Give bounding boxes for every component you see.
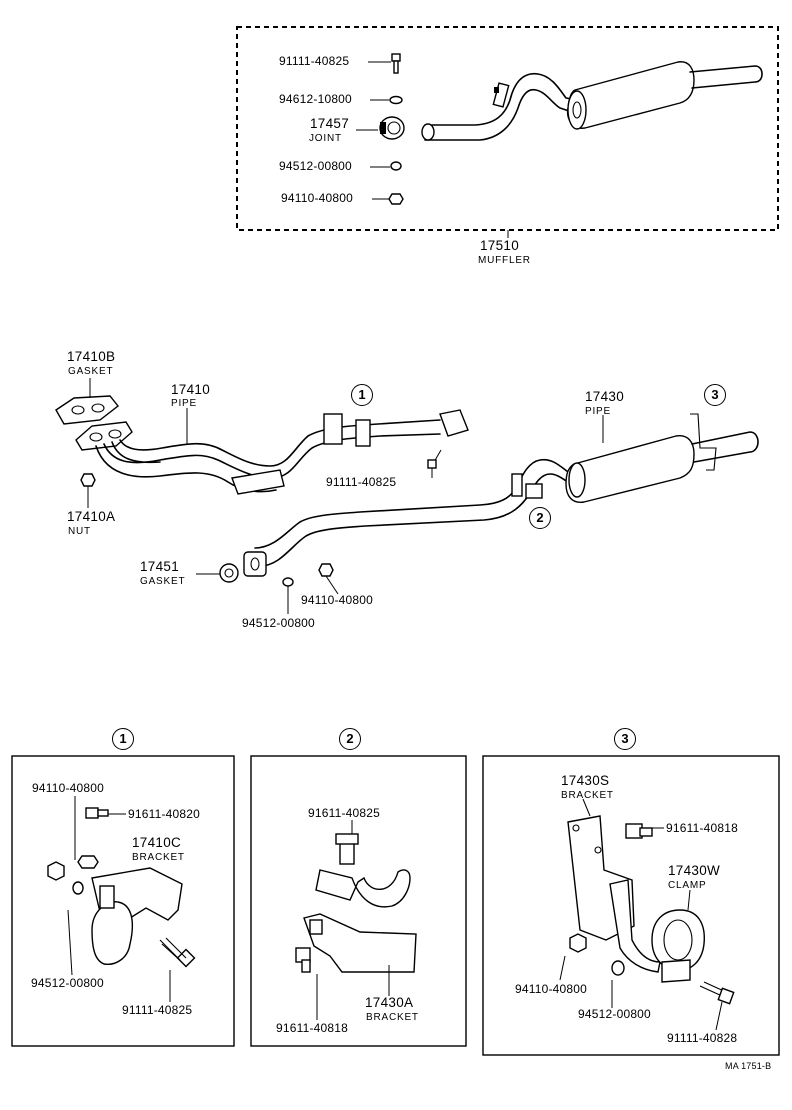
- rear-pipe-icon: [243, 413, 759, 577]
- part-number-label: 94512-00800: [578, 1007, 651, 1021]
- part-number-label: 91111-40828: [667, 1031, 738, 1045]
- detail-1-frame: [11, 755, 235, 1047]
- detail-3-frame: [482, 755, 780, 1056]
- muffler-icon: [421, 61, 763, 141]
- part-number-label: 17430S: [561, 773, 610, 788]
- figure-code: MA 1751-B: [725, 1061, 772, 1071]
- detail-2-marker: 2: [339, 728, 361, 750]
- gasket-ring-icon: [219, 563, 239, 583]
- nut-icon-2: [80, 473, 96, 487]
- washer-icon-2: [390, 161, 402, 171]
- bolt-icon: [391, 53, 401, 74]
- detail-3-marker: 3: [614, 728, 636, 750]
- washer-icon: [389, 95, 403, 105]
- callout-2-marker: 2: [529, 507, 551, 529]
- callout-1-marker: 1: [351, 384, 373, 406]
- part-name-label: BRACKET: [132, 852, 185, 863]
- detail-3-hardware: [567, 815, 735, 1005]
- part-number-label: 17410: [171, 382, 211, 397]
- part-name-label: NUT: [68, 526, 91, 537]
- part-number-label: 91611-40820: [128, 807, 201, 821]
- part-name-label: BRACKET: [561, 790, 614, 801]
- part-number-label: 94512-00800: [279, 159, 352, 173]
- part-number-label: 17430A: [365, 995, 414, 1010]
- part-name-label: GASKET: [68, 366, 114, 377]
- part-number-label: 94110-40800: [32, 781, 105, 795]
- part-name-label: JOINT: [309, 133, 342, 144]
- part-number-label: 94612-10800: [279, 92, 352, 106]
- muffler-group-frame: [236, 26, 779, 231]
- part-name-label: PIPE: [171, 398, 197, 409]
- part-number-label: 94110-40800: [515, 982, 588, 996]
- part-number-label: 17451: [140, 559, 180, 574]
- detail-2-frame: [250, 755, 467, 1047]
- part-number-label: 94110-40800: [301, 593, 374, 607]
- part-name-label: CLAMP: [668, 880, 707, 891]
- part-number-label: 17430W: [668, 863, 721, 878]
- part-number-label: 17410A: [67, 509, 116, 524]
- washer-icon-3: [282, 577, 294, 587]
- bolt-icon-2: [427, 459, 437, 469]
- manifold-gasket-icon: [55, 395, 119, 425]
- part-number-label: 91611-40818: [666, 821, 739, 835]
- joint-icon: [379, 116, 405, 140]
- part-number-label: 94512-00800: [31, 976, 104, 990]
- part-number-label: 94512-00800: [242, 616, 315, 630]
- part-number-label: 17410C: [132, 835, 182, 850]
- detail-1-hardware: [47, 807, 196, 968]
- front-pipe-icon: [95, 409, 469, 495]
- part-number-label: 91111-40825: [122, 1003, 193, 1017]
- part-number-label: 91111-40825: [326, 475, 397, 489]
- part-name-label: GASKET: [140, 576, 186, 587]
- part-number-label: 17410B: [67, 349, 116, 364]
- part-number-label: 91611-40825: [308, 806, 381, 820]
- detail-2-hardware: [295, 833, 417, 973]
- detail-1-marker: 1: [112, 728, 134, 750]
- part-name-label: BRACKET: [366, 1012, 419, 1023]
- part-number-label: 17430: [585, 389, 625, 404]
- part-number-label: 17510: [480, 238, 520, 253]
- callout-3-marker: 3: [704, 384, 726, 406]
- part-number-label: 94110-40800: [281, 191, 354, 205]
- nut-icon-3: [318, 563, 334, 577]
- part-number-label: 91111-40825: [279, 54, 350, 68]
- part-name-label: PIPE: [585, 406, 611, 417]
- part-name-label: MUFFLER: [478, 255, 531, 266]
- part-number-label: 17457: [310, 116, 350, 131]
- part-number-label: 91611-40818: [276, 1021, 349, 1035]
- pipe-flange-icon: [75, 421, 133, 451]
- nut-icon: [388, 193, 404, 205]
